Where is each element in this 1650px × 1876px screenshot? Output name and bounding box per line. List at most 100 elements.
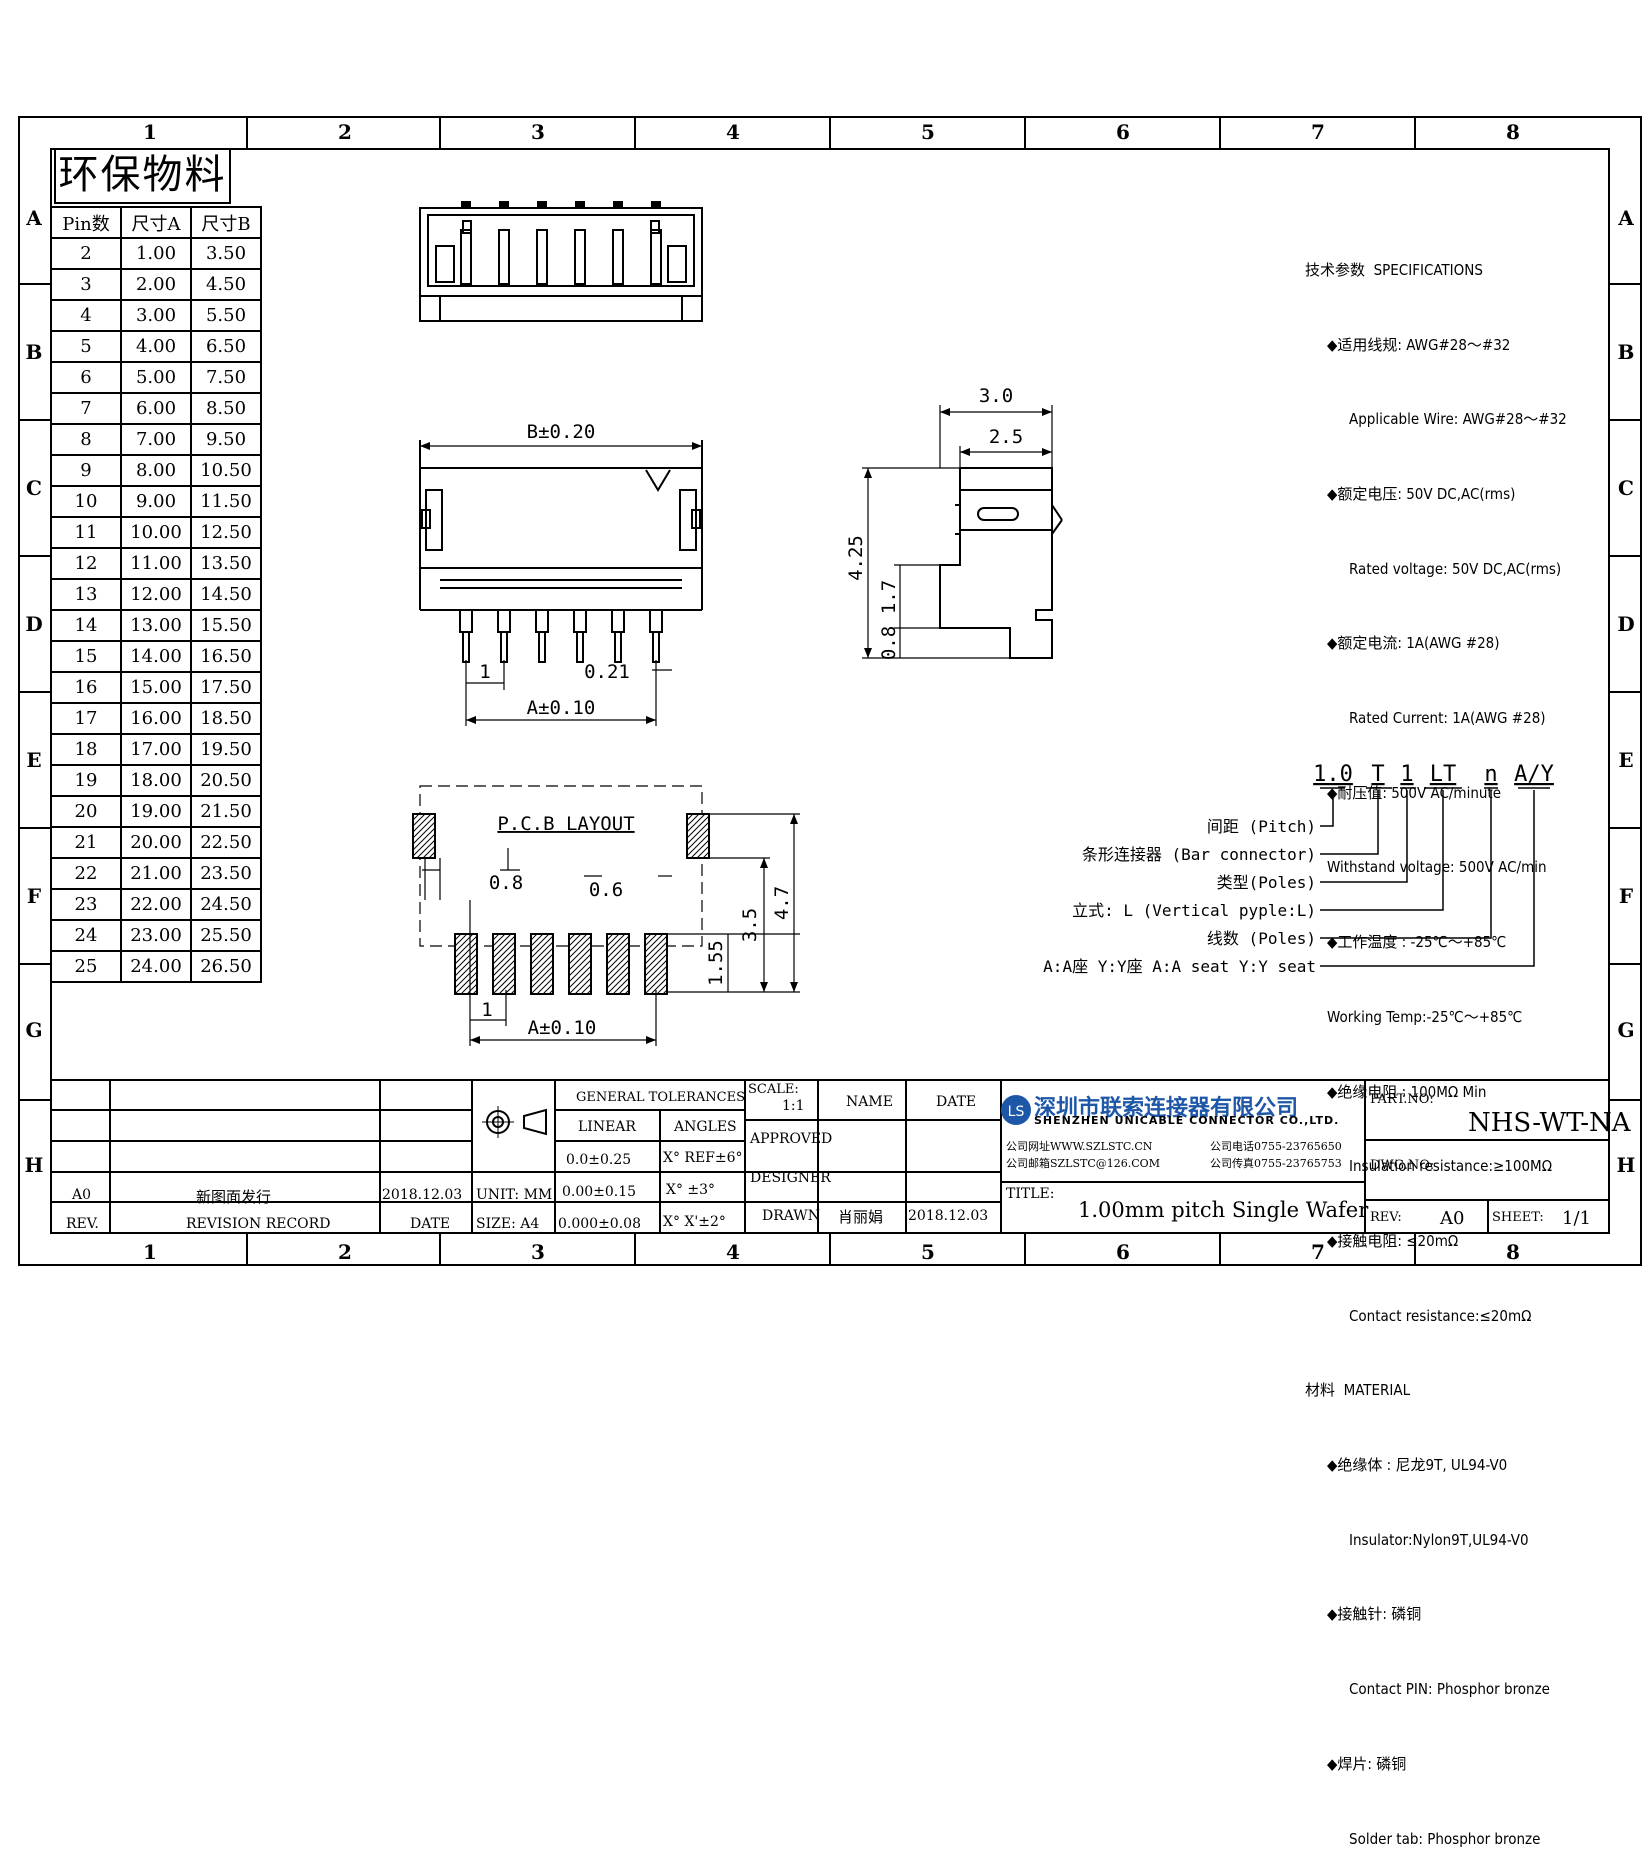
pcb-pad-hatch <box>574 977 592 995</box>
pin-count-cell: 17 <box>50 702 122 735</box>
pcb-pad-hatch <box>454 959 478 983</box>
pcb-pad-hatch <box>644 933 664 953</box>
pcb-pad-hatch <box>686 833 710 857</box>
pcb-pad-hatch <box>690 839 710 859</box>
front-view-pin-tail <box>576 631 584 663</box>
part-code-label: 立式: L (Vertical pyple:L) <box>1072 901 1316 920</box>
tolerance-linear: 0.000±0.08 <box>558 1216 641 1232</box>
zone-number: 1 <box>143 1240 157 1264</box>
pcb-pad-hatch <box>498 977 516 995</box>
zone-letter: H <box>24 1153 44 1177</box>
part-code-seat: A/Y <box>1514 762 1554 787</box>
part-code-label: 间距 (Pitch) <box>1207 817 1316 836</box>
dim-b-cell: 3.50 <box>190 237 262 270</box>
pcb-pad-hatch <box>530 933 544 947</box>
pcb-pad-hatch <box>492 959 516 983</box>
pcb-pad-hatch <box>612 977 630 995</box>
rev-label: REV: <box>1370 1210 1402 1225</box>
front-view-pin-tail <box>614 631 622 663</box>
part-code-pitch: 1.0 <box>1313 762 1353 787</box>
pin-count-cell: 12 <box>50 547 122 580</box>
pcb-pad-hatch <box>644 933 652 941</box>
zone-number: 4 <box>726 1240 740 1264</box>
zone-letter: G <box>1617 1018 1635 1042</box>
zone-number: 1 <box>143 120 157 144</box>
pcb-pad-hatch <box>580 983 592 995</box>
top-view-pin <box>612 229 624 285</box>
company-fax: 公司传真0755-23765753 <box>1210 1157 1342 1170</box>
pin-count-cell: 6 <box>50 361 122 394</box>
pcb-pad-hatch <box>644 941 668 965</box>
zone-letter: H <box>1616 1153 1636 1177</box>
title-label: TITLE: <box>1006 1186 1055 1202</box>
pcb-pad-hatch <box>530 953 554 977</box>
pin-count-cell: 21 <box>50 826 122 859</box>
zone-number: 3 <box>531 1240 545 1264</box>
pcb-pad-hatch <box>568 933 588 953</box>
column-header-dim-b: 尺寸B <box>190 206 262 239</box>
pcb-pad-hatch <box>568 959 592 983</box>
spec-line: ◆绝缘电阻 : 100MΩ Min <box>1327 1082 1487 1101</box>
pin-count-cell: 19 <box>50 764 122 797</box>
pcb-pad-hatch <box>492 953 516 977</box>
pcb-pad-hatch <box>412 833 436 857</box>
zone-letter: C <box>26 476 42 500</box>
top-view-pin-tip <box>537 201 547 209</box>
spec-heading: 材料 MATERIAL <box>1305 1381 1411 1400</box>
pin-count-cell: 5 <box>50 330 122 363</box>
dim-b-cell: 11.50 <box>190 485 262 518</box>
top-view-pin <box>536 229 548 285</box>
date-header: DATE <box>936 1094 977 1110</box>
zone-letter: E <box>1618 748 1634 772</box>
scale-label: SCALE: <box>748 1082 799 1097</box>
dim-a-cell: 12.00 <box>120 578 192 611</box>
company-logo-icon: LS <box>1001 1095 1031 1125</box>
pcb-pad-hatch <box>568 965 592 989</box>
dim-b: B±0.20 <box>527 421 596 443</box>
tolerance-angle: X° X'±2° <box>663 1214 726 1230</box>
pcb-pad-hatch <box>606 965 630 989</box>
pcb-pad-hatch <box>530 941 554 965</box>
dim-a-cell: 13.00 <box>120 609 192 642</box>
zone-letter: A <box>1618 206 1634 230</box>
pcb-pad-hatch <box>686 815 710 839</box>
company-name-cn: 深圳市联索连接器有限公司 <box>1034 1096 1299 1121</box>
pcb-pad-hatch <box>492 965 516 989</box>
dim-side-0-8: 0.8 <box>878 626 900 660</box>
pcb-pad-hatch <box>548 989 554 995</box>
pcb-pad-hatch <box>644 953 668 977</box>
zone-letter: D <box>1617 612 1635 636</box>
top-view-pin <box>574 229 586 285</box>
pcb-pad-hatch <box>606 933 614 941</box>
zone-letter: D <box>25 612 43 636</box>
pcb-pad-hatch <box>686 813 706 833</box>
pcb-pad-hatch <box>686 821 710 845</box>
dim-b-cell: 9.50 <box>190 423 262 456</box>
part-number: NHS-WT-NA <box>1468 1108 1631 1138</box>
pin-count-cell: 3 <box>50 268 122 301</box>
zone-letter: E <box>26 748 42 772</box>
dimension-arrows <box>420 408 1052 1044</box>
tolerance-linear: 0.0±0.25 <box>566 1152 632 1168</box>
zone-number: 2 <box>338 1240 352 1264</box>
dim-a-cell: 16.00 <box>120 702 192 735</box>
spec-line: Contact PIN: Phosphor bronze <box>1349 1680 1550 1699</box>
pcb-pad-hatch <box>702 851 710 859</box>
rev-header: REV. <box>66 1216 99 1232</box>
pin-count-cell: 18 <box>50 733 122 766</box>
dim-a-cell: 2.00 <box>120 268 192 301</box>
dim-b-cell: 16.50 <box>190 640 262 673</box>
zone-grid <box>18 116 1642 1266</box>
pcb-pad-hatch <box>412 815 436 839</box>
pcb-pad-hatch <box>568 941 592 965</box>
company-website: 公司网址WWW.SZLSTC.CN <box>1006 1140 1153 1153</box>
pcb-pad-hatch <box>662 989 668 995</box>
part-code: 1.0 T 1 LT n A/Y <box>1313 762 1554 787</box>
